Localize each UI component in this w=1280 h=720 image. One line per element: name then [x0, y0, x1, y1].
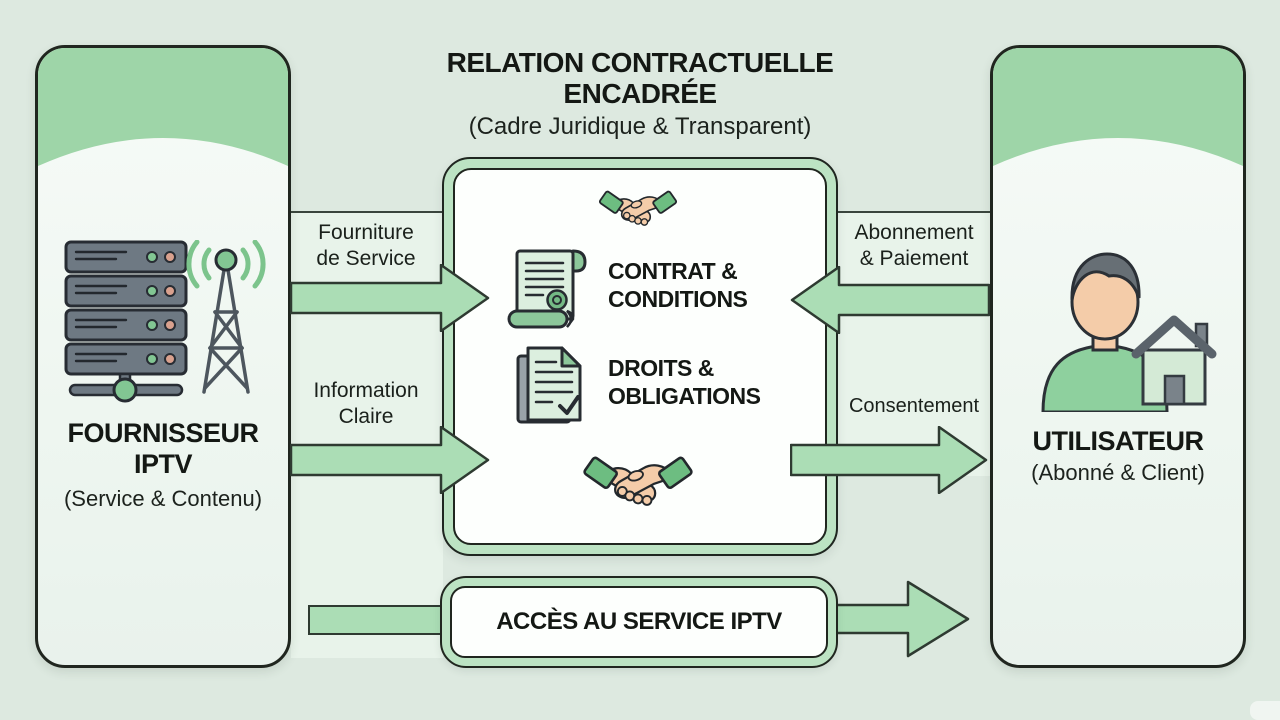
user-subtitle: (Abonné & Client)	[1031, 460, 1205, 485]
user-icon	[1041, 252, 1169, 412]
subscription-flow-arrow	[790, 266, 990, 334]
server-rack-icon	[64, 240, 188, 403]
title-line-1: RELATION CONTRACTUELLE	[446, 47, 834, 78]
contract-scroll-icon	[507, 249, 587, 329]
provider-panel: FOURNISSEUR IPTV (Service & Contenu)	[35, 45, 291, 668]
user-panel: UTILISATEUR (Abonné & Client)	[990, 45, 1246, 668]
subscription-flow-label-line-1: Abonnement	[854, 221, 974, 244]
service-flow-label-line-1: Fourniture	[318, 221, 414, 244]
rights-obligations-label: DROITS & OBLIGATIONS	[608, 355, 761, 410]
panel-header-arc	[38, 48, 288, 166]
contract-conditions-line-2: CONDITIONS	[608, 285, 748, 312]
contract-conditions-line-1: CONTRAT &	[608, 258, 738, 284]
information-flow-label: Information Claire	[291, 378, 441, 431]
rights-obligations-line-1: DROITS &	[608, 355, 714, 381]
broadcast-tower-icon	[186, 240, 266, 394]
access-banner-left-bar	[308, 605, 444, 635]
subscription-flow-label-line-2: & Paiement	[859, 247, 969, 271]
contract-conditions-label: CONTRAT & CONDITIONS	[608, 258, 748, 313]
house-icon	[1131, 315, 1217, 406]
information-flow-arrow	[290, 426, 490, 494]
corner-artifact	[1250, 701, 1280, 720]
subscription-flow-label: Abonnement & Paiement	[840, 220, 988, 273]
consent-flow-arrow	[790, 426, 988, 494]
provider-title-line-1: FOURNISSEUR	[67, 418, 259, 448]
handshake-icon	[598, 190, 678, 226]
server-rack-and-tower-icons	[64, 240, 266, 403]
handshake-icon	[583, 456, 693, 506]
diagram-title: RELATION CONTRACTUELLE ENCADRÉE (Cadre J…	[340, 47, 940, 141]
title-line-2: ENCADRÉE	[563, 77, 717, 109]
consent-flow-label: Consentement	[848, 395, 980, 417]
information-flow-label-line-1: Information	[313, 379, 419, 402]
provider-title-line-2: IPTV	[133, 449, 193, 480]
right-flow-channel	[838, 211, 990, 476]
access-banner-inner: ACCÈS AU SERVICE IPTV	[450, 586, 828, 658]
user-and-house-icons	[1041, 252, 1217, 412]
provider-title: FOURNISSEUR IPTV	[38, 418, 288, 480]
user-title: UTILISATEUR	[1032, 426, 1205, 456]
service-flow-label-line-2: de Service	[316, 247, 416, 271]
panel-header-arc	[993, 48, 1243, 166]
title-subtitle: (Cadre Juridique & Transparent)	[468, 112, 812, 140]
access-banner-label: ACCÈS AU SERVICE IPTV	[496, 608, 782, 635]
access-banner-right-arrow	[836, 580, 970, 658]
service-flow-label: Fourniture de Service	[291, 220, 441, 273]
provider-subtitle: (Service & Contenu)	[63, 486, 263, 511]
access-banner: ACCÈS AU SERVICE IPTV	[440, 576, 838, 668]
rights-obligations-line-2: OBLIGATIONS	[608, 382, 761, 409]
information-flow-label-line-2: Claire	[338, 405, 394, 429]
rights-document-icon	[516, 346, 582, 424]
service-flow-arrow	[290, 264, 490, 332]
